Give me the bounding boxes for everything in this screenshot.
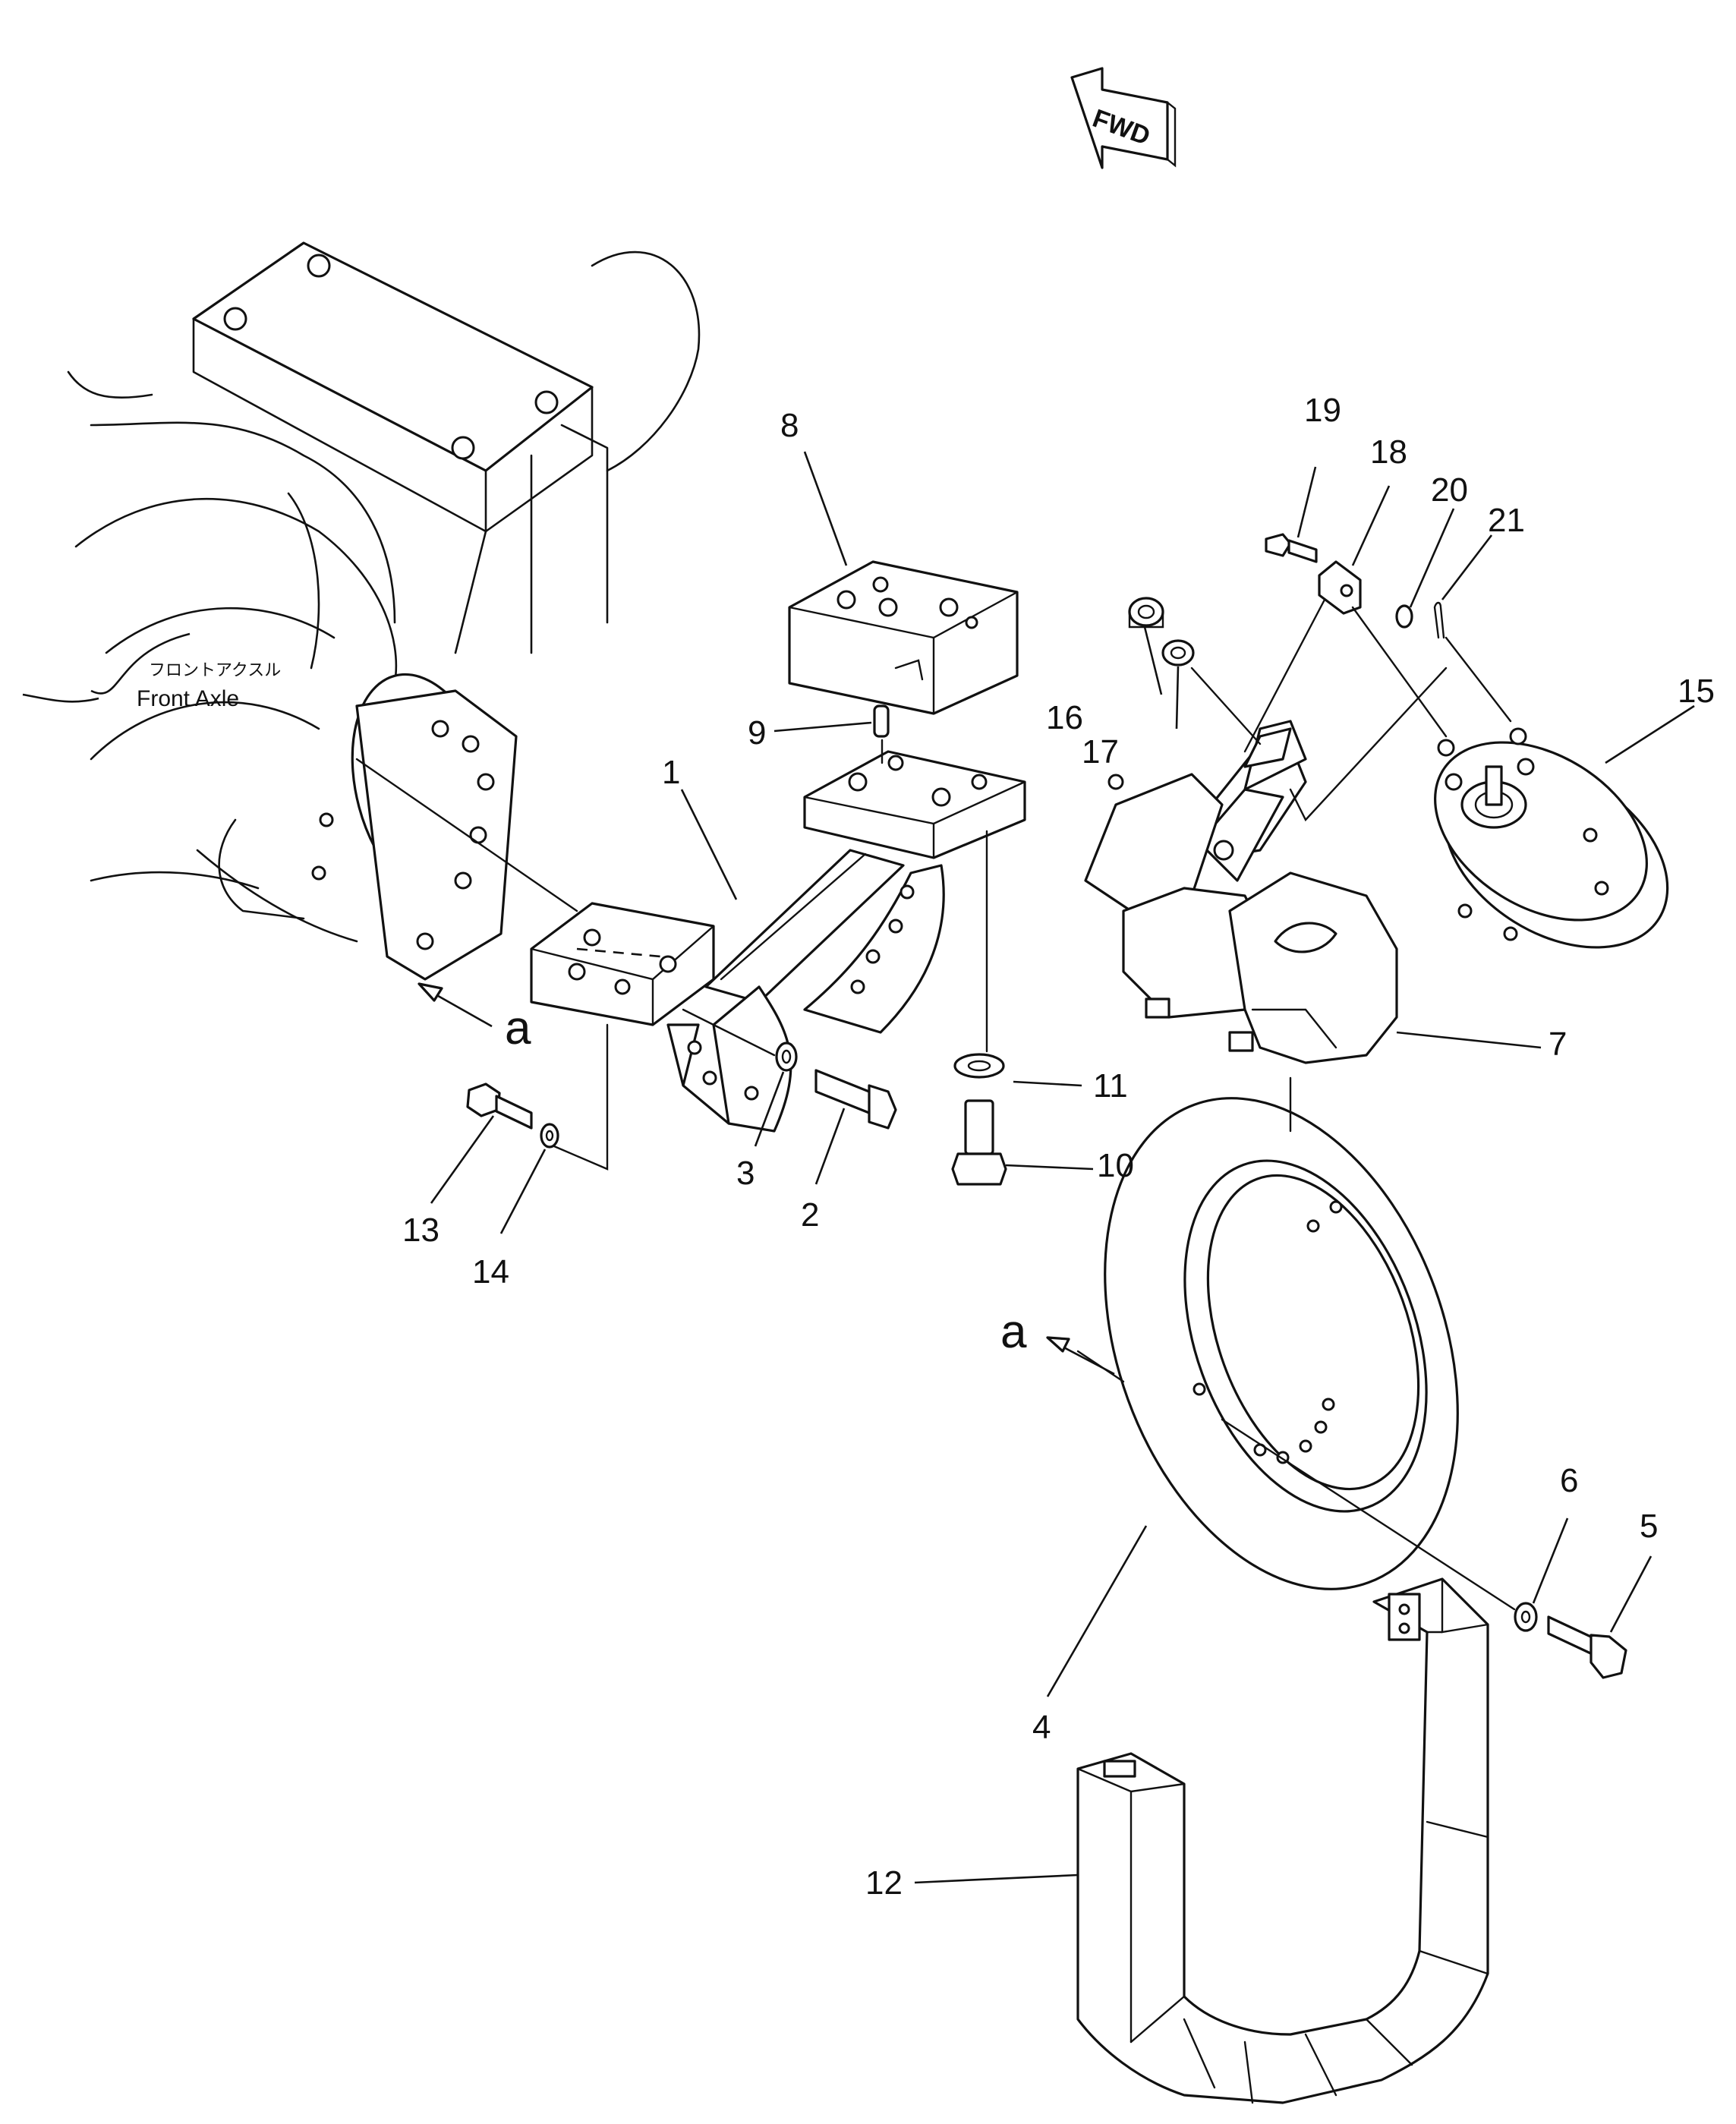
part-number-6: 6 xyxy=(1560,1462,1578,1499)
part-leaders xyxy=(430,451,1695,1884)
part-1-bracket xyxy=(530,750,1026,1133)
part-15-brake-chamber xyxy=(1434,727,1669,949)
view-marker-label-2: a xyxy=(1000,1306,1027,1358)
front-axle-jp-label: フロントアクスル xyxy=(149,661,281,680)
part-16-nut xyxy=(1128,597,1164,629)
part-number-4: 4 xyxy=(1032,1709,1051,1746)
part-number-21: 21 xyxy=(1488,502,1525,539)
part-17-washer xyxy=(1161,639,1195,667)
part-2-bolt xyxy=(814,1069,897,1130)
part-number-18: 18 xyxy=(1370,433,1407,471)
part-18-clevis xyxy=(1318,560,1362,615)
part-5-bolt xyxy=(1547,1615,1627,1679)
part-20-washer xyxy=(1395,604,1413,629)
part-number-5: 5 xyxy=(1640,1508,1658,1545)
part-number-2: 2 xyxy=(801,1196,819,1234)
part-number-9: 9 xyxy=(748,714,766,752)
part-number-labels: 1 2 3 4 5 6 7 8 9 10 11 12 13 14 15 16 1… xyxy=(402,392,1715,1902)
front-axle-annotation: フロントアクスル Front Axle xyxy=(22,632,281,711)
part-14-washer xyxy=(540,1123,559,1149)
part-3-washer xyxy=(775,1042,798,1072)
part-number-16: 16 xyxy=(1046,699,1083,736)
front-axle-en-label: Front Axle xyxy=(137,686,239,711)
view-marker-label-1: a xyxy=(505,1002,531,1054)
part-21-cotter-pin xyxy=(1433,601,1445,639)
part-number-8: 8 xyxy=(780,407,799,444)
part-4-brake-disc xyxy=(1104,1097,1459,1590)
part-number-13: 13 xyxy=(402,1212,440,1249)
part-7-caliper xyxy=(1084,720,1398,1064)
part-number-3: 3 xyxy=(736,1155,755,1192)
part-number-10: 10 xyxy=(1097,1147,1134,1184)
part-6-washer xyxy=(1514,1602,1538,1632)
part-8-plate xyxy=(788,560,1019,715)
part-number-1: 1 xyxy=(662,754,680,791)
part-number-19: 19 xyxy=(1304,392,1341,429)
part-12-guard xyxy=(1076,1577,1489,2104)
part-number-11: 11 xyxy=(1093,1067,1128,1105)
part-9-pin xyxy=(873,704,890,738)
front-axle-housing xyxy=(67,241,701,981)
part-13-bolt xyxy=(466,1082,533,1130)
part-number-17: 17 xyxy=(1082,733,1119,771)
part-11-washer xyxy=(953,1053,1005,1079)
part-number-14: 14 xyxy=(472,1253,509,1290)
part-number-20: 20 xyxy=(1431,471,1468,509)
view-marker-a: a a xyxy=(417,982,1115,1376)
assembly-lines xyxy=(355,598,1516,1611)
part-number-12: 12 xyxy=(865,1864,903,1902)
part-number-7: 7 xyxy=(1549,1026,1567,1063)
part-10-bolt xyxy=(951,1099,1007,1186)
fwd-arrow-icon: FWD xyxy=(1070,67,1177,169)
part-19-bolt xyxy=(1265,533,1318,563)
part-number-15: 15 xyxy=(1678,673,1715,710)
